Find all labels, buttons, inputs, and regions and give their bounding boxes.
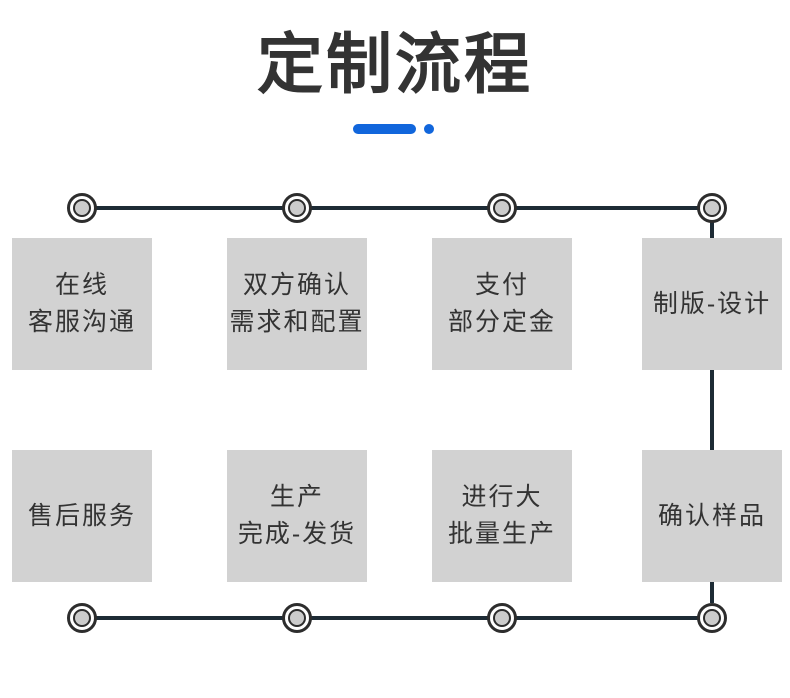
flow-node-icon <box>282 603 312 633</box>
step-label-line: 批量生产 <box>447 520 556 548</box>
flow-node-icon <box>697 193 727 223</box>
flow-node-inner-dot <box>73 609 91 627</box>
flow-node-icon <box>282 193 312 223</box>
step-label-line: 在线 <box>54 271 109 299</box>
step-box-after-sales: 售后服务 <box>12 450 152 582</box>
step-label-line: 进行大 <box>461 483 543 511</box>
step-box-pay-deposit: 支付 部分定金 <box>432 238 572 370</box>
step-box-mass-production: 进行大 批量生产 <box>432 450 572 582</box>
step-label-line: 制版-设计 <box>652 289 772 318</box>
step-label-line: 客服沟通 <box>27 308 136 336</box>
right-connector-box-to-node <box>710 582 714 603</box>
step-label-line: 确认样品 <box>657 501 766 530</box>
flow-node-icon <box>67 603 97 633</box>
step-box-confirm-sample: 确认样品 <box>642 450 782 582</box>
page-title: 定制流程 <box>257 27 533 101</box>
step-box-plate-design: 制版-设计 <box>642 238 782 370</box>
step-label-line: 部分定金 <box>447 308 556 336</box>
step-label-line: 售后服务 <box>27 501 136 530</box>
flow-node-icon <box>487 603 517 633</box>
flow-node-inner-dot <box>703 199 721 217</box>
flow-node-inner-dot <box>73 199 91 217</box>
step-label-line: 生产 <box>269 483 324 511</box>
right-connector-node-to-box <box>710 220 714 238</box>
step-label-line: 支付 <box>474 271 529 299</box>
flow-node-inner-dot <box>493 609 511 627</box>
flow-node-inner-dot <box>703 609 721 627</box>
flow-node-icon <box>487 193 517 223</box>
right-connector-box-to-box <box>710 370 714 450</box>
flow-node-inner-dot <box>493 199 511 217</box>
flow-node-inner-dot <box>288 609 306 627</box>
step-box-confirm-requirements: 双方确认 需求和配置 <box>227 238 367 370</box>
title-underline-bar <box>353 124 416 134</box>
title-underline-dot <box>424 124 434 134</box>
step-box-production-ship: 生产 完成-发货 <box>227 450 367 582</box>
bottom-connector-line <box>82 616 712 620</box>
step-box-online-service: 在线 客服沟通 <box>12 238 152 370</box>
step-label-line: 双方确认 <box>242 271 351 299</box>
flow-node-icon <box>67 193 97 223</box>
flow-node-inner-dot <box>288 199 306 217</box>
step-label-line: 完成-发货 <box>237 520 357 548</box>
top-connector-line <box>82 206 712 210</box>
step-label-line: 需求和配置 <box>229 308 365 336</box>
flow-node-icon <box>697 603 727 633</box>
